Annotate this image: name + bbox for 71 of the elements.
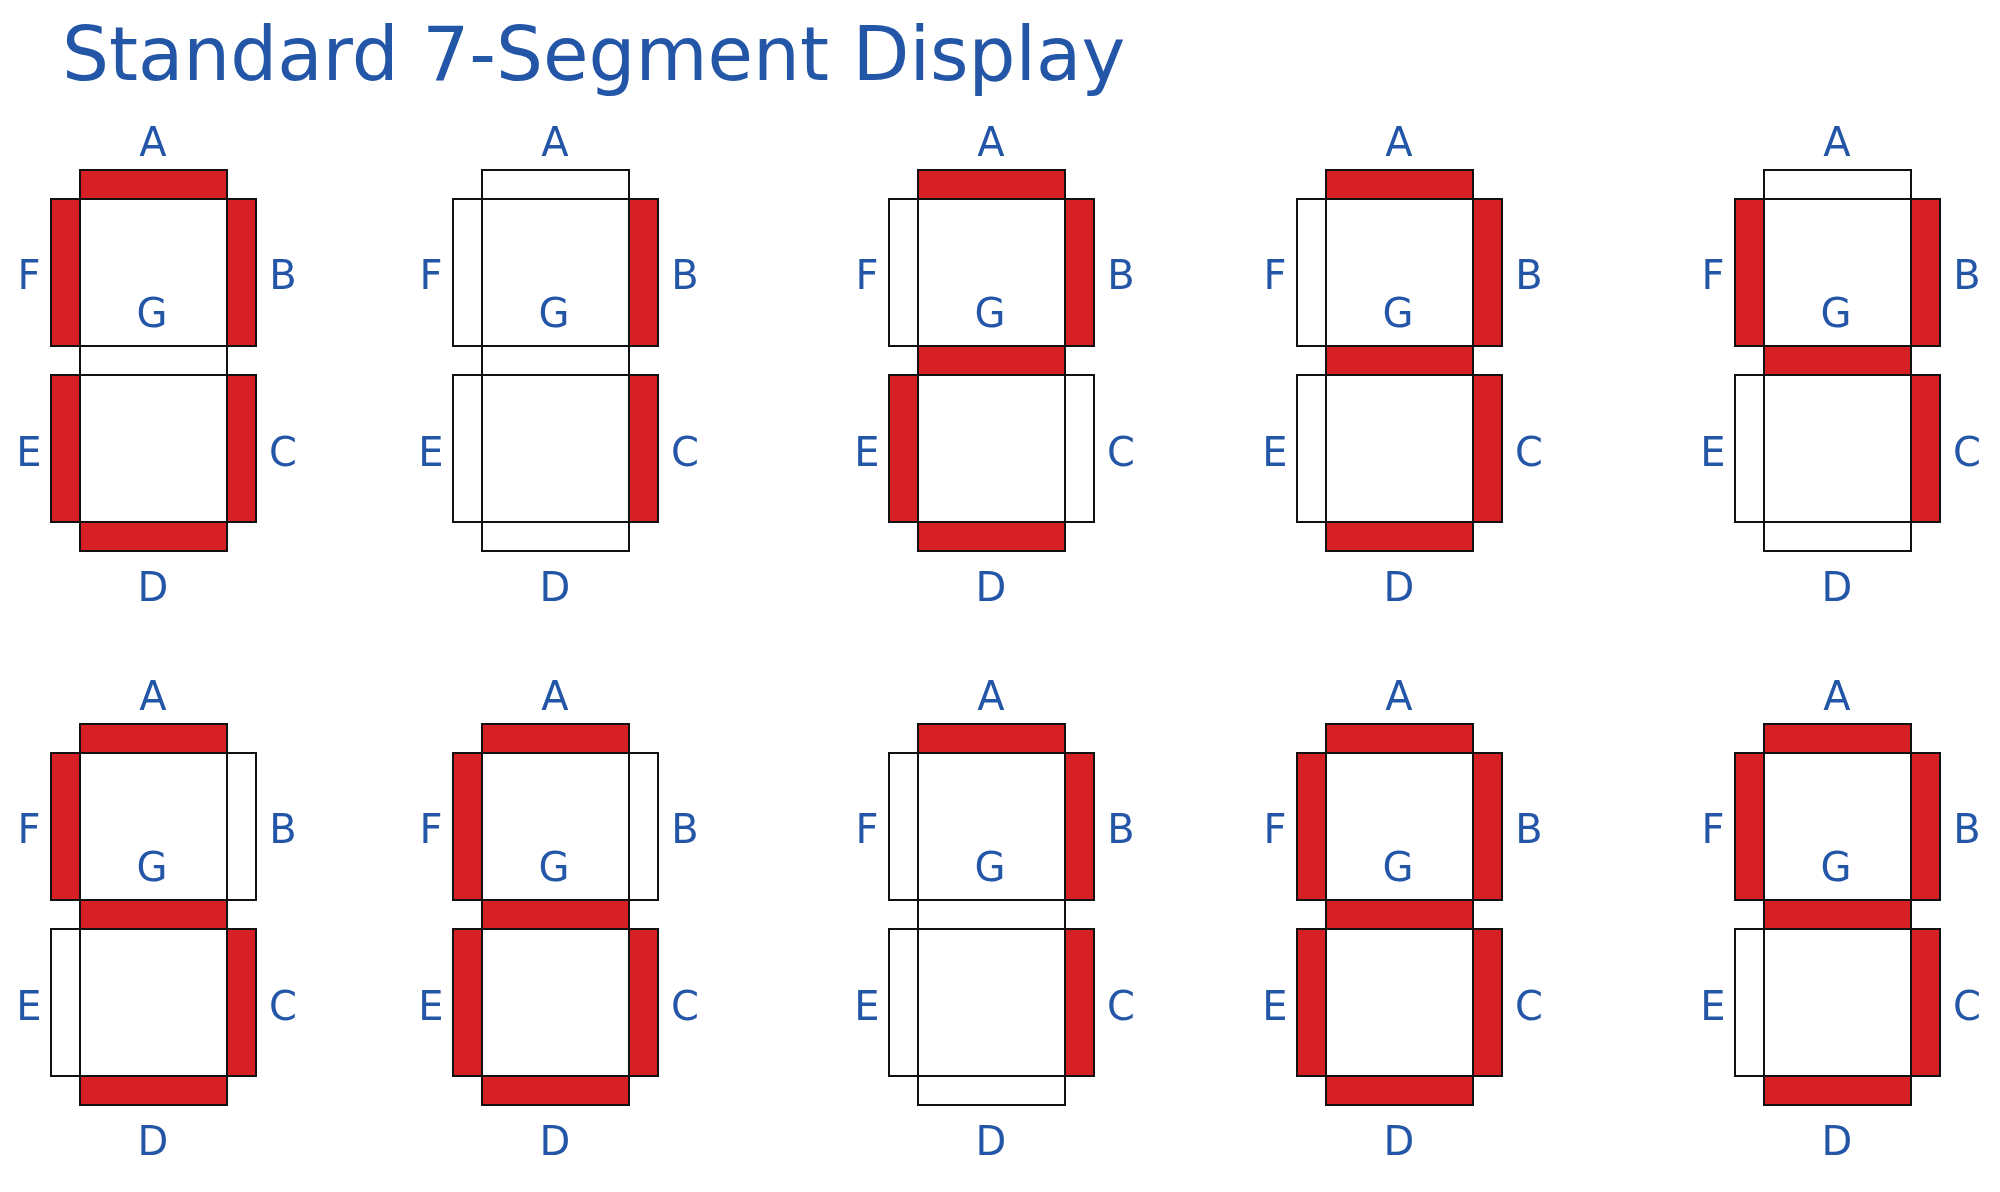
segment-letter: F bbox=[1701, 255, 1725, 295]
segment-letter: D bbox=[1383, 567, 1415, 607]
segment-letter: E bbox=[16, 986, 42, 1026]
segment-letter: C bbox=[269, 432, 297, 472]
segment-letter: B bbox=[1515, 255, 1543, 295]
segment-letter: D bbox=[137, 567, 169, 607]
segment-letter: A bbox=[541, 122, 569, 162]
segment-letter: B bbox=[1515, 809, 1543, 849]
segment-letter: E bbox=[854, 986, 880, 1026]
segment-letter: B bbox=[269, 809, 297, 849]
segment-letter: A bbox=[977, 122, 1005, 162]
segment-letter: F bbox=[419, 255, 443, 295]
segment-letter: A bbox=[541, 676, 569, 716]
segment-letter: G bbox=[136, 293, 168, 333]
segment-letter: G bbox=[1382, 293, 1414, 333]
segment-letter: B bbox=[1107, 255, 1135, 295]
segment-letter: D bbox=[975, 567, 1007, 607]
segment-letter: E bbox=[1262, 432, 1288, 472]
segment-letter: C bbox=[1515, 986, 1543, 1026]
segment-letter: E bbox=[854, 432, 880, 472]
segment-letter: A bbox=[1823, 122, 1851, 162]
segment-letter: F bbox=[419, 809, 443, 849]
segment-letter: C bbox=[1107, 986, 1135, 1026]
segment-letter: A bbox=[1385, 676, 1413, 716]
segment-letter: G bbox=[974, 293, 1006, 333]
segment-letter: C bbox=[671, 986, 699, 1026]
segment-letter: F bbox=[17, 809, 41, 849]
segment-letter: E bbox=[16, 432, 42, 472]
segment-letter: F bbox=[855, 809, 879, 849]
segment-letter: D bbox=[539, 1121, 571, 1161]
segment-letter: D bbox=[1821, 1121, 1853, 1161]
segment-letter: B bbox=[1953, 255, 1981, 295]
segment-letter: F bbox=[1701, 809, 1725, 849]
segment-letter: C bbox=[1953, 986, 1981, 1026]
segment-letter: C bbox=[269, 986, 297, 1026]
segment-letter: D bbox=[137, 1121, 169, 1161]
segment-letter: B bbox=[269, 255, 297, 295]
segment-letter: A bbox=[1823, 676, 1851, 716]
segment-letter: A bbox=[139, 122, 167, 162]
title: Standard 7-Segment Display bbox=[62, 14, 1126, 96]
segment-letter: B bbox=[1107, 809, 1135, 849]
segment-letter: C bbox=[1515, 432, 1543, 472]
segment-letter: F bbox=[17, 255, 41, 295]
segment-letter: G bbox=[136, 847, 168, 887]
segment-letter: E bbox=[1700, 432, 1726, 472]
segment-letter: E bbox=[418, 432, 444, 472]
segment-letter: D bbox=[1821, 567, 1853, 607]
segment-letter: A bbox=[977, 676, 1005, 716]
segment-letter: F bbox=[855, 255, 879, 295]
segment-letter: G bbox=[974, 847, 1006, 887]
segment-letter: B bbox=[671, 255, 699, 295]
segment-letter: C bbox=[1107, 432, 1135, 472]
segment-letter: C bbox=[1953, 432, 1981, 472]
segment-letter: F bbox=[1263, 809, 1287, 849]
segment-letter: D bbox=[539, 567, 571, 607]
segment-letter: D bbox=[1383, 1121, 1415, 1161]
segment-letter: G bbox=[538, 847, 570, 887]
segment-letter: B bbox=[1953, 809, 1981, 849]
segment-letter: A bbox=[139, 676, 167, 716]
segment-letter: G bbox=[1820, 293, 1852, 333]
segment-letter: E bbox=[1700, 986, 1726, 1026]
segment-letter: G bbox=[1820, 847, 1852, 887]
segment-letter: B bbox=[671, 809, 699, 849]
segment-letter: F bbox=[1263, 255, 1287, 295]
segment-letter: E bbox=[1262, 986, 1288, 1026]
segment-letter: E bbox=[418, 986, 444, 1026]
segment-letter: D bbox=[975, 1121, 1007, 1161]
segment-letter: A bbox=[1385, 122, 1413, 162]
segment-letter: C bbox=[671, 432, 699, 472]
segment-letter: G bbox=[1382, 847, 1414, 887]
segment-letter: G bbox=[538, 293, 570, 333]
